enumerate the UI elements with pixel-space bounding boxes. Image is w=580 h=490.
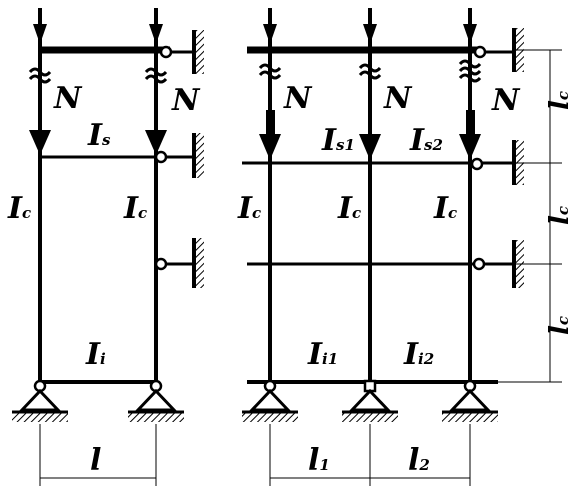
left-wall-restraint-middle <box>192 133 204 178</box>
left-load-arrow-3 <box>29 130 51 155</box>
right-hinge-lower <box>472 257 486 271</box>
right-base-support-1 <box>242 379 298 422</box>
left-base-support-2 <box>128 379 184 422</box>
right-load-label-2: N <box>383 81 413 116</box>
right-base-support-2 <box>342 379 398 422</box>
left-load-label-1: N <box>53 81 83 116</box>
left-span-dimension <box>39 424 157 486</box>
right-hinge-top <box>473 45 487 59</box>
left-wall-restraint-lower <box>192 238 204 288</box>
right-span-dimension <box>269 424 471 486</box>
right-span-label-1: l1 <box>308 443 330 478</box>
left-break-symbol-2 <box>144 67 168 84</box>
left-column-2-label: Ic <box>123 191 147 226</box>
left-load-arrow-1 <box>33 24 47 44</box>
left-break-symbol-1 <box>28 67 52 84</box>
left-base-support-1 <box>12 379 68 422</box>
right-column-2-label: Ic <box>337 191 361 226</box>
left-top-beam-label: Is <box>87 118 111 153</box>
left-column-1-label: Ic <box>7 191 31 226</box>
right-storey-label-3: lc <box>545 316 575 335</box>
right-top-beam-label-1: Is1 <box>321 123 355 158</box>
right-load-arrow-5 <box>359 134 381 160</box>
left-load-arrow-2 <box>149 24 163 44</box>
right-load-arrow-6 <box>459 110 481 160</box>
right-base-support-3 <box>442 379 498 422</box>
right-column-3-label: Ic <box>433 191 457 226</box>
right-frame: N N N Is1 Is2 Ic Ic Ic Ii1 Ii2 l1 l2 lc … <box>237 8 575 486</box>
right-hinge-middle <box>470 157 484 171</box>
right-storey-label-1: lc <box>545 91 575 110</box>
right-break-symbol-3 <box>458 59 482 83</box>
left-frame: N N Is Ic Ic Ii l <box>7 8 204 486</box>
right-load-label-3: N <box>491 83 521 118</box>
right-load-arrow-4 <box>259 110 281 160</box>
right-bottom-beam-label-2: Ii2 <box>403 337 434 372</box>
right-storey-dimension <box>498 49 562 383</box>
right-break-symbol-1 <box>258 63 282 80</box>
right-load-arrow-3 <box>463 24 477 44</box>
right-load-arrow-2 <box>363 24 377 44</box>
left-wall-restraint-top <box>192 30 204 74</box>
left-bottom-beam-label: Ii <box>85 337 106 372</box>
right-load-label-1: N <box>283 81 313 116</box>
right-bottom-beam-label-1: Ii1 <box>307 337 338 372</box>
left-load-arrow-4 <box>145 130 167 155</box>
left-hinge-middle <box>154 150 168 164</box>
left-hinge-top <box>159 45 173 59</box>
right-top-beam-label-2: Is2 <box>409 123 443 158</box>
right-break-symbol-2 <box>358 63 382 80</box>
right-storey-label-2: lc <box>545 206 575 225</box>
right-load-arrow-1 <box>263 24 277 44</box>
left-load-label-2: N <box>171 83 201 118</box>
left-span-label: l <box>90 443 101 478</box>
left-hinge-lower <box>154 257 168 271</box>
right-span-label-2: l2 <box>408 443 430 478</box>
right-column-1-label: Ic <box>237 191 261 226</box>
